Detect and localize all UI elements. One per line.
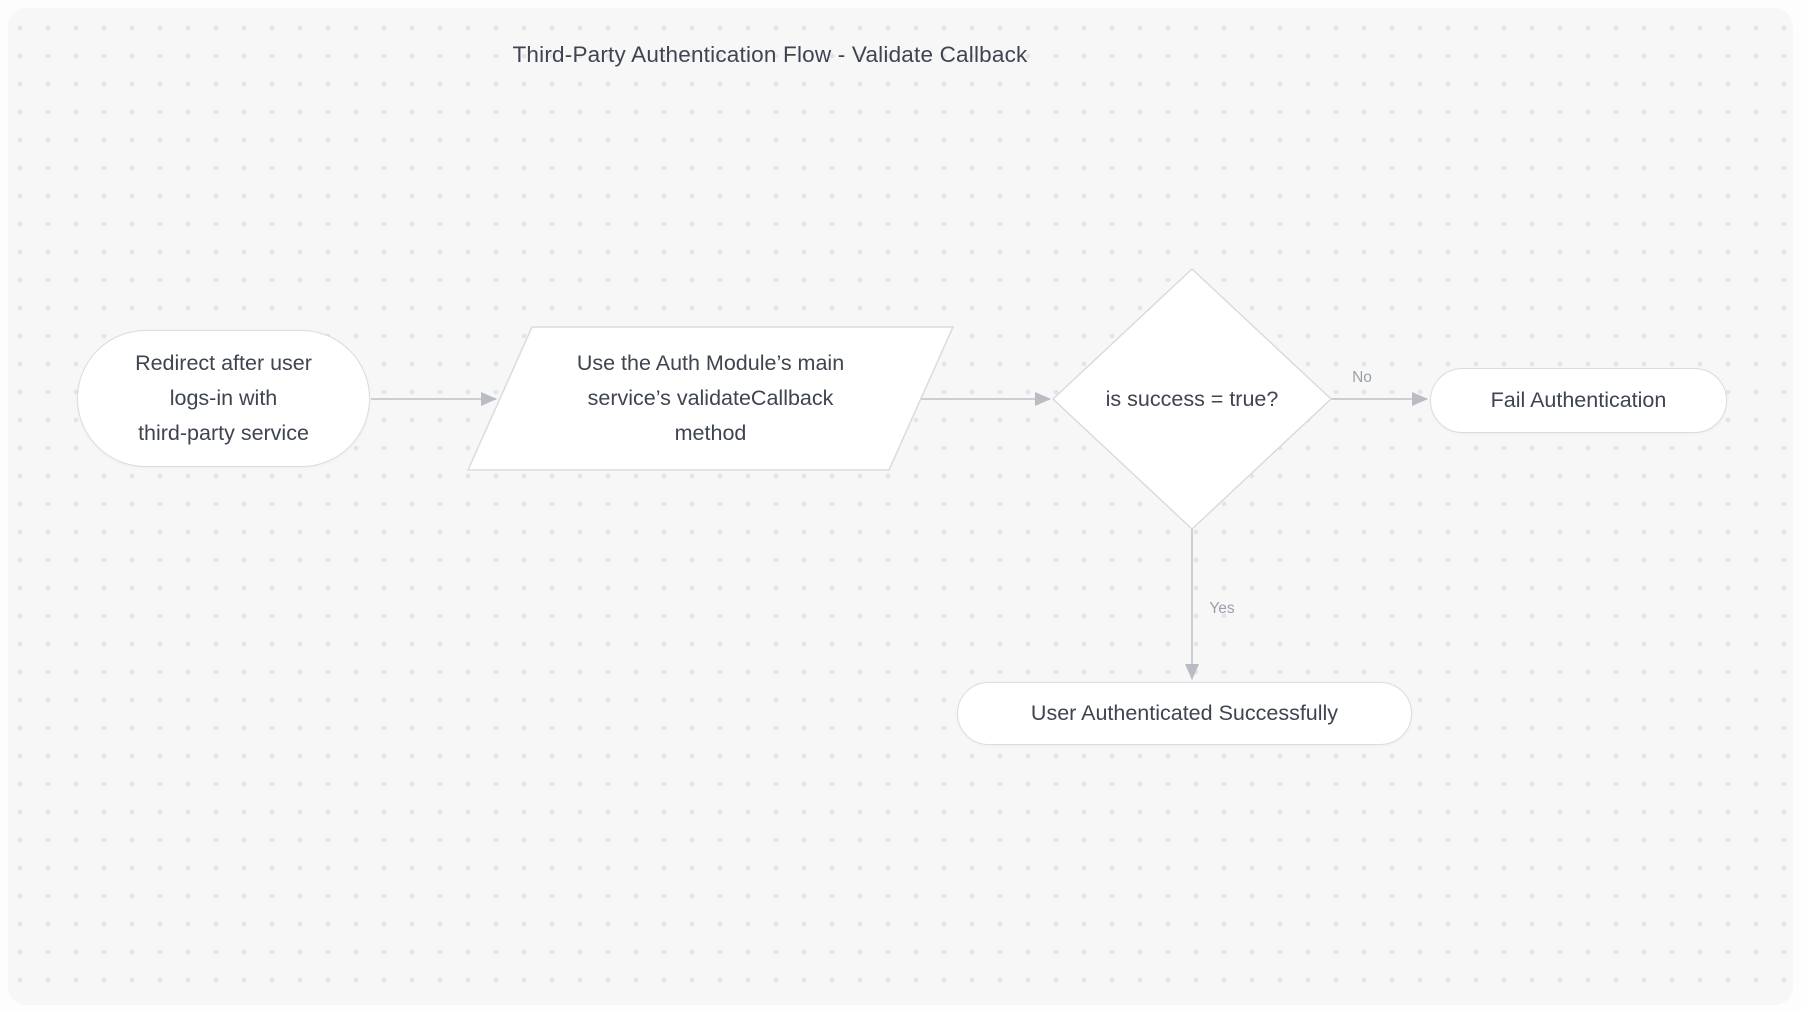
edge-label-yes: Yes [1209,600,1235,617]
diagram-title: Third-Party Authentication Flow - Valida… [512,42,1028,67]
node-fail-authentication[interactable]: Fail Authentication [1430,368,1727,433]
node-decision-label: is success = true? [1105,386,1279,411]
edge-label-no: No [1352,369,1372,386]
node-start-redirect[interactable]: Redirect after user logs-in with third-p… [77,330,370,467]
process-node-shape[interactable] [466,326,955,471]
node-success-label: User Authenticated Successfully [1030,701,1339,725]
node-fail-label: Fail Authentication [1490,388,1667,412]
node-process-label: Use the Auth Module’s main service’s val… [576,351,845,445]
decision-node-shape[interactable] [1051,267,1333,531]
node-decision-is-success[interactable]: is success = true? [1053,270,1331,528]
node-process-validate-callback[interactable]: Use the Auth Module’s main service’s val… [493,330,928,467]
node-user-authenticated[interactable]: User Authenticated Successfully [957,682,1412,745]
node-start-label: Redirect after user logs-in with third-p… [135,351,312,445]
flowchart-canvas[interactable] [8,8,1793,1005]
